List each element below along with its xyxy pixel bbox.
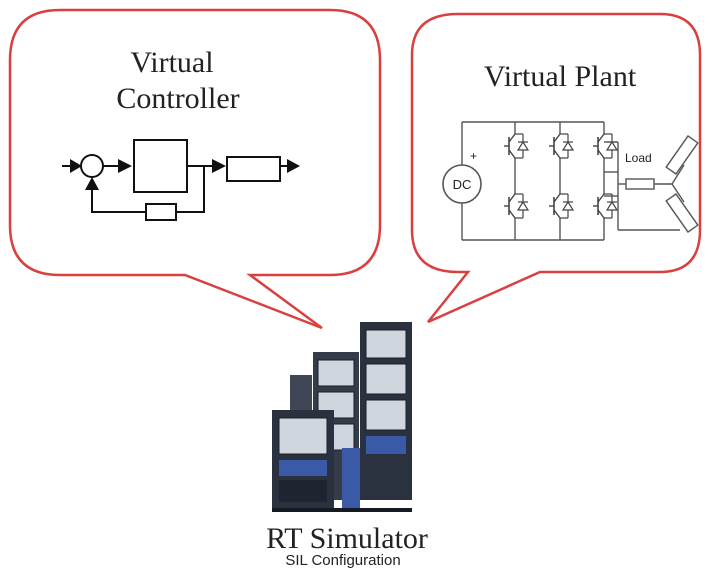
igbt-switch-4 [504,193,530,219]
igbt-switch-6 [593,193,619,219]
dc-label: DC [453,177,472,192]
summing-junction [80,154,104,178]
igbt-switch-2 [549,133,575,159]
load-coil-upper [665,135,699,175]
rt-simulator-racks [272,322,412,512]
dc-plus-label: + [470,149,477,163]
feedback-block [145,203,177,221]
dc-source [442,164,482,204]
simulator-label: RT Simulator [266,522,428,555]
load-resistor [625,178,655,190]
plant-title: Virtual Plant [484,60,637,93]
figure-caption: SIL Configuration [285,552,400,568]
igbt-switches [504,133,619,219]
igbt-switch-5 [549,193,575,219]
igbt-switch-1 [504,133,530,159]
controller-title-line1: Virtual [130,46,213,79]
control-block-diagram [62,139,300,221]
controller-bubble [8,8,382,330]
controller-title-line2: Controller [116,82,239,115]
igbt-switch-3 [593,133,619,159]
load-coil-lower [665,193,699,233]
load-wiring: Load [604,135,699,233]
load-label: Load [625,151,652,165]
plant-block [226,156,281,182]
plant-bubble [410,12,702,324]
controller-block [133,139,188,193]
